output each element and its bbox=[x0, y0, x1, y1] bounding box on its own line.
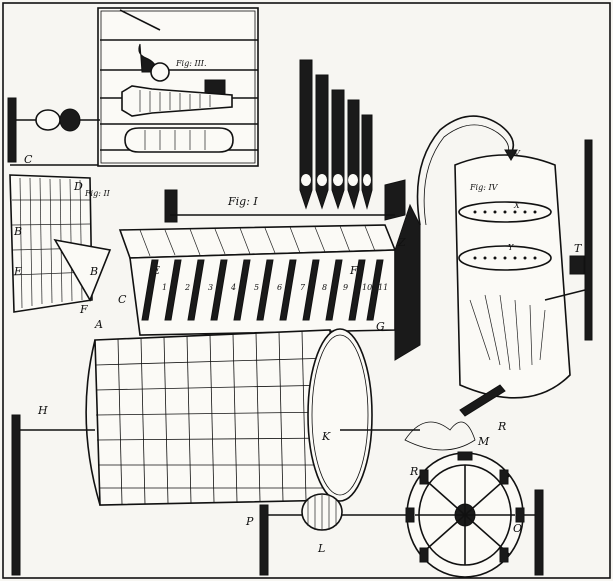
fig3-title: Fig: III. bbox=[175, 59, 207, 68]
key-number: 1 bbox=[162, 283, 167, 292]
fig2-title: Fig: II bbox=[84, 189, 111, 198]
label-B-left: B bbox=[13, 225, 22, 238]
fig4-vessel: Fig: IV X Y V T R bbox=[416, 115, 586, 433]
key-levers bbox=[141, 259, 384, 321]
label-O: O bbox=[513, 522, 522, 535]
label-T: T bbox=[574, 242, 583, 255]
fig1-title: Fig: I bbox=[227, 195, 258, 208]
left-support-post bbox=[11, 414, 21, 576]
label-R-vessel: R bbox=[497, 420, 506, 433]
organ-pipes bbox=[299, 59, 373, 210]
label-G: G bbox=[376, 320, 385, 333]
label-M: M bbox=[477, 435, 490, 448]
right-support-post bbox=[584, 139, 593, 341]
key-number: 6 bbox=[277, 283, 282, 292]
key-number: 4 bbox=[230, 283, 236, 292]
label-F-left: F bbox=[79, 303, 88, 316]
fig3-lathe: Fig: III. bbox=[97, 7, 259, 167]
pinned-barrel: H K bbox=[11, 328, 420, 506]
key-number: 11 bbox=[378, 283, 388, 292]
water-wheel: R M O bbox=[404, 421, 544, 578]
key-number: 5 bbox=[254, 283, 259, 292]
key-number: 2 bbox=[184, 283, 190, 292]
label-P: P bbox=[245, 515, 254, 528]
key-number: 3 bbox=[208, 283, 213, 292]
label-F-keys: F bbox=[349, 264, 358, 277]
key-number-labels: 1 2 3 4 5 6 7 8 9 10 11 bbox=[162, 283, 388, 292]
label-K: K bbox=[321, 430, 331, 443]
key-number: 8 bbox=[322, 283, 327, 292]
label-C-top: C bbox=[24, 153, 33, 166]
key-number: 9 bbox=[343, 283, 348, 292]
label-Y: Y bbox=[508, 243, 514, 252]
label-R-wheel: R bbox=[409, 465, 418, 478]
label-E-left: E bbox=[13, 265, 22, 278]
left-spool-assembly: C bbox=[7, 97, 100, 166]
label-X: X bbox=[513, 201, 520, 210]
label-A: A bbox=[94, 318, 103, 331]
key-number: 10 bbox=[362, 283, 372, 292]
label-L: L bbox=[317, 542, 325, 555]
label-V: V bbox=[514, 149, 521, 158]
label-Z: Z bbox=[397, 236, 406, 249]
key-number: 7 bbox=[300, 283, 306, 292]
fig2-sheet: Fig: II D B E B F bbox=[9, 174, 112, 316]
label-H: H bbox=[37, 404, 48, 417]
label-B-fig2: B bbox=[89, 265, 98, 278]
fig4-title: Fig: IV bbox=[469, 183, 499, 192]
label-D: D bbox=[73, 180, 83, 193]
label-C-keys: C bbox=[118, 293, 127, 306]
